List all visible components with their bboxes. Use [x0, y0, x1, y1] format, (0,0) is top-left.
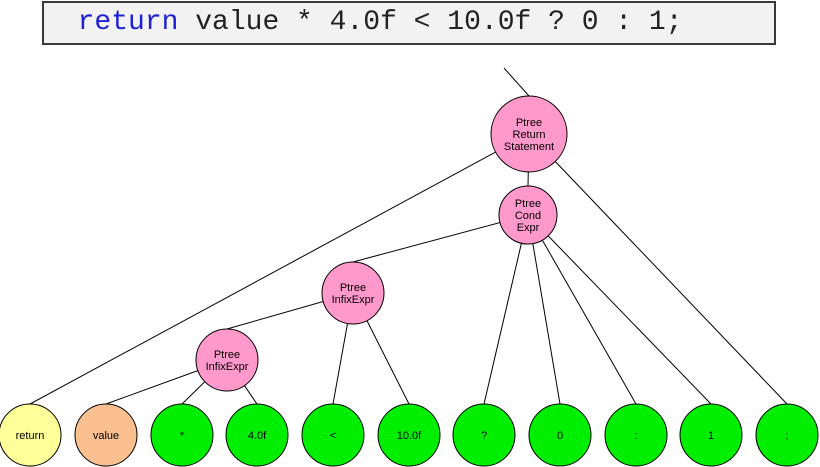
node-label: InfixExpr [332, 294, 375, 306]
node-label: Ptree [515, 198, 541, 210]
edge-return_stmt-tok_return [29, 133, 530, 405]
node-tok_value: value [74, 403, 138, 467]
node-tok_semi: ; [755, 403, 819, 467]
node-tok_return: return [0, 403, 62, 467]
identifier-node-circle [74, 403, 138, 467]
code-expression: value * 4.0f < 10.0f ? 0 : 1; [178, 7, 683, 38]
node-label: return [16, 430, 45, 442]
node-label: Ptree [214, 349, 240, 361]
node-label: Return [512, 129, 545, 141]
edge-cond_expr-tok_q [483, 214, 529, 405]
token-node-circle [225, 403, 289, 467]
node-label: 10.0f [397, 430, 422, 442]
internal-node-circle [490, 95, 568, 173]
tree-edges [29, 67, 788, 405]
internal-node-circle [498, 185, 558, 245]
node-label: ; [785, 430, 788, 442]
token-node-circle [301, 403, 365, 467]
node-label: value [93, 430, 119, 442]
node-label: InfixExpr [206, 361, 249, 373]
token-node-circle [377, 403, 441, 467]
token-node-circle [755, 403, 819, 467]
token-node-circle [604, 403, 668, 467]
edge-cond_expr-infix_outer [352, 214, 529, 263]
node-label: 4.0f [248, 430, 267, 442]
node-tok_4: 4.0f [225, 403, 289, 467]
token-node-circle [528, 403, 592, 467]
token-node-circle [150, 403, 214, 467]
edge-cond_expr-tok_colon [527, 214, 637, 405]
node-label: 0 [557, 430, 563, 442]
edge-cond_expr-tok_1 [527, 214, 712, 405]
node-label: Ptree [340, 282, 366, 294]
edge-return_stmt-tok_semi [528, 133, 788, 405]
token-node-circle [679, 403, 743, 467]
node-tok_q: ? [452, 403, 516, 467]
node-label: Statement [504, 141, 554, 153]
edge-cond_expr-tok_0 [527, 214, 561, 405]
node-tok_1: 1 [679, 403, 743, 467]
node-label: 1 [708, 430, 714, 442]
node-tok_colon: : [604, 403, 668, 467]
node-tok_10: 10.0f [377, 403, 441, 467]
node-label: ? [481, 430, 487, 442]
node-tok_mul: * [150, 403, 214, 467]
tree-nodes: PtreeReturnStatementPtreeCondExprPtreeIn… [0, 95, 819, 467]
node-tok_lt: < [301, 403, 365, 467]
internal-node-circle [321, 261, 385, 325]
node-label: Ptree [516, 117, 542, 129]
node-label: < [330, 430, 336, 442]
node-label: * [180, 430, 185, 442]
code-keyword-return: return [77, 7, 179, 38]
node-tok_0: 0 [528, 403, 592, 467]
internal-node-circle [195, 328, 259, 392]
source-code-line: return value * 4.0f < 10.0f ? 0 : 1; [42, 1, 776, 45]
keyword-node-circle [0, 403, 62, 467]
node-label: : [634, 430, 637, 442]
token-node-circle [452, 403, 516, 467]
node-label: Expr [517, 222, 540, 234]
node-label: Cond [515, 210, 541, 222]
root-incoming-edge [503, 67, 530, 97]
